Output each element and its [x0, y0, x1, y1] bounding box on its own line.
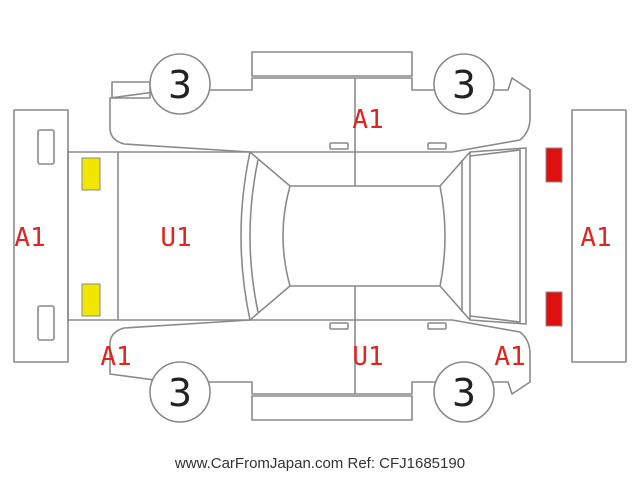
- tire-front-right: 3: [149, 361, 211, 423]
- damage-label-front-left-corner: A1: [100, 342, 131, 372]
- damage-label-rear-left-corner: A1: [494, 342, 525, 372]
- footer-ref: Ref: CFJ1685190: [347, 455, 466, 472]
- damage-label-front-bumper: A1: [14, 223, 45, 253]
- taillight-right: [545, 291, 563, 327]
- front-bumper: [13, 109, 69, 363]
- tire-front-left: 3: [149, 53, 211, 115]
- damage-label-hood: U1: [160, 223, 191, 253]
- headlight-right: [81, 283, 101, 317]
- tire-grade-front-right: 3: [168, 371, 192, 415]
- damage-label-bottom-doors: U1: [352, 342, 383, 372]
- tire-grade-front-left: 3: [168, 63, 192, 107]
- car-top-view: [67, 147, 527, 325]
- rear-bumper: [571, 109, 627, 363]
- tire-rear-right: 3: [433, 361, 495, 423]
- damage-label-top-doors: A1: [352, 105, 383, 135]
- headlight-left: [81, 157, 101, 191]
- footer-watermark: www.CarFromJapan.com Ref: CFJ1685190: [0, 455, 640, 472]
- footer-site: www.CarFromJapan.com: [174, 455, 344, 472]
- taillight-left: [545, 147, 563, 183]
- tire-grade-rear-right: 3: [452, 371, 476, 415]
- tire-grade-rear-left: 3: [452, 63, 476, 107]
- damage-label-rear-bumper: A1: [580, 223, 611, 253]
- tire-rear-left: 3: [433, 53, 495, 115]
